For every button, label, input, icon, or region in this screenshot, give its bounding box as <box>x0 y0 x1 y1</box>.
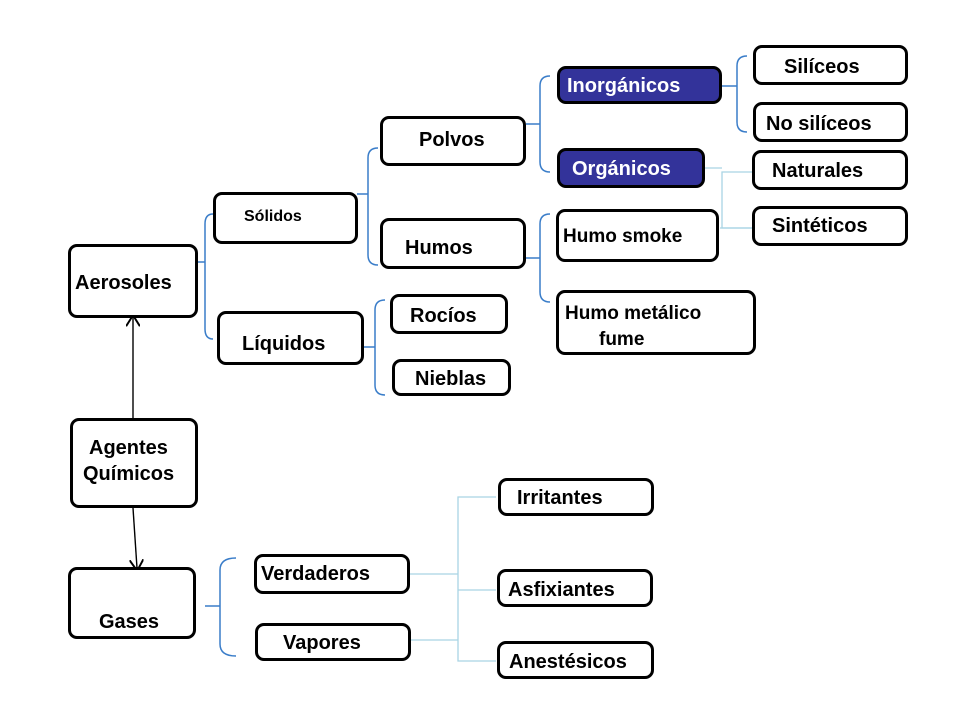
node-siliceos: Silíceos <box>753 45 908 85</box>
node-siliceos-label: Silíceos <box>784 56 860 78</box>
node-vapores-label: Vapores <box>283 632 361 654</box>
node-polvos-label: Polvos <box>419 129 485 151</box>
node-rocios: Rocíos <box>390 294 508 334</box>
node-nieblas: Nieblas <box>392 359 511 396</box>
bracket-gases <box>205 557 237 657</box>
node-agentes-quimicos: Agentes Químicos <box>70 418 198 508</box>
bracket-solidos <box>357 147 379 266</box>
node-sinteticos-label: Sintéticos <box>772 215 868 237</box>
node-verdaderos-label: Verdaderos <box>261 563 370 585</box>
bracket-humos <box>526 213 551 303</box>
node-irritantes-label: Irritantes <box>517 487 603 509</box>
node-humo-smoke-label: Humo smoke <box>563 226 683 247</box>
node-nieblas-label: Nieblas <box>415 368 487 390</box>
node-humos-label: Humos <box>405 237 473 259</box>
node-agentes-quimicos-line1: Agentes <box>89 437 168 459</box>
bracket-inorganicos <box>722 55 748 133</box>
node-sinteticos: Sintéticos <box>752 206 908 246</box>
node-naturales-label: Naturales <box>772 160 864 182</box>
node-solidos-label: Sólidos <box>244 208 302 225</box>
node-gases-label: Gases <box>99 611 160 633</box>
arrow-to-gases <box>133 507 137 568</box>
node-vapores: Vapores <box>255 623 411 661</box>
node-inorganicos-label: Inorgánicos <box>567 75 681 97</box>
node-aerosoles: Aerosoles <box>68 244 198 318</box>
node-humo-metalico-line2: fume <box>599 329 645 350</box>
node-humo-metalico: Humo metálico fume <box>556 290 756 355</box>
node-humo-smoke: Humo smoke <box>556 209 719 262</box>
bracket-verdaderos <box>410 496 496 662</box>
node-agentes-quimicos-line2: Químicos <box>83 463 175 485</box>
node-verdaderos: Verdaderos <box>254 554 410 594</box>
node-polvos: Polvos <box>380 116 526 166</box>
bracket-aerosoles <box>197 213 214 340</box>
node-humos: Humos <box>380 218 526 269</box>
node-aerosoles-label: Aerosoles <box>75 272 172 294</box>
node-irritantes: Irritantes <box>498 478 654 516</box>
node-asfixiantes: Asfixiantes <box>497 569 653 607</box>
node-rocios-label: Rocíos <box>410 305 477 327</box>
bracket-liquidos <box>363 299 386 396</box>
node-no-siliceos-label: No silíceos <box>766 113 872 135</box>
bracket-polvos <box>526 75 551 173</box>
node-no-siliceos: No silíceos <box>753 102 908 142</box>
node-organicos: Orgánicos <box>557 148 705 188</box>
node-humo-metalico-line1: Humo metálico <box>565 303 702 324</box>
node-anestesicos: Anestésicos <box>497 641 654 679</box>
node-asfixiantes-label: Asfixiantes <box>508 579 615 601</box>
node-gases: Gases <box>68 567 196 639</box>
node-liquidos: Líquidos <box>217 311 364 365</box>
node-anestesicos-label: Anestésicos <box>509 651 627 673</box>
node-naturales: Naturales <box>752 150 908 190</box>
node-liquidos-label: Líquidos <box>242 333 326 355</box>
node-solidos: Sólidos <box>213 192 358 244</box>
node-inorganicos: Inorgánicos <box>557 66 722 104</box>
node-organicos-label: Orgánicos <box>572 158 671 180</box>
